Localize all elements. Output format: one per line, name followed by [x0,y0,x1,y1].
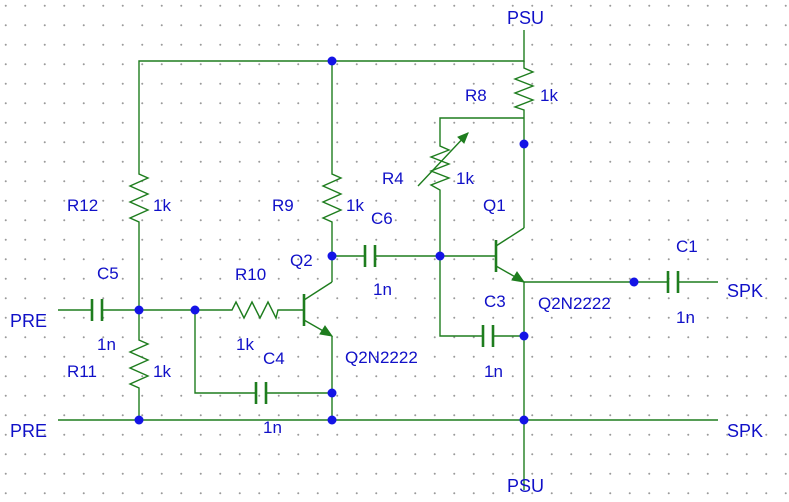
c6-value: 1n [373,280,392,299]
potentiometer-r4-wiper [417,132,469,187]
resistor-r11 [128,334,150,394]
q1-ref: Q1 [483,196,506,215]
q2-collector-lead [303,281,333,301]
c6-ref: C6 [371,209,393,228]
r10-value: 1k [236,335,254,354]
c3-ref: C3 [484,292,506,311]
r11-ref: R11 [67,362,97,381]
junction-node [327,415,337,425]
resistor-r8 [512,64,535,112]
resistors [128,64,535,394]
resistor-r10 [227,300,281,321]
junction-node [519,331,529,341]
r8-ref: R8 [465,86,487,105]
junction-node [134,415,144,425]
q1-emitter-arrow-icon [511,271,526,283]
resistor-r9 [321,168,343,228]
capacitor-c1 [666,271,680,293]
potentiometer-r4 [429,140,451,196]
r4-ref: R4 [382,169,404,188]
c1-ref: C1 [676,237,698,256]
wires [58,30,718,490]
junction-node [327,251,337,261]
q1-model: Q2N2222 [538,294,611,313]
r12-value: 1k [153,196,171,215]
r11-value: 1k [153,362,171,381]
net-label-psu-top: PSU [507,8,544,28]
transistor-q1 [494,227,526,283]
c5-value: 1n [97,335,116,354]
r9-value: 1k [346,196,364,215]
c3-value: 1n [484,362,503,381]
q1-collector-lead [495,227,525,247]
junction-node [435,251,445,261]
component-labels: R12 1k R11 1k R9 1k R10 1k R8 1k R4 1k C… [67,86,698,437]
c4-ref: C4 [263,349,285,368]
q2-emitter-arrow-icon [319,325,334,337]
wire-c4-left [194,310,256,394]
r10-ref: R10 [235,265,266,284]
net-label-spk-output: SPK [727,281,763,301]
capacitors [90,245,680,404]
q2-ref: Q2 [290,251,313,270]
net-labels: PSU PSU PRE PRE SPK SPK [10,8,763,496]
wire-c3-left [439,256,483,337]
junction-node [190,305,200,315]
junction-node [134,305,144,315]
c4-value: 1n [263,418,282,437]
net-label-psu-bottom: PSU [507,476,544,496]
q2-model: Q2N2222 [345,348,418,367]
c1-value: 1n [676,308,695,327]
junction-node [327,56,337,66]
c5-ref: C5 [97,264,119,283]
junction-nodes [134,56,639,425]
r4-value: 1k [456,169,474,188]
wire-r4-top [439,117,524,140]
r9-ref: R9 [272,196,294,215]
capacitor-c3 [481,325,495,347]
junction-node [327,388,337,398]
r8-value: 1k [540,86,558,105]
capacitor-c5 [90,299,104,321]
net-label-pre-input: PRE [10,311,47,331]
junction-node [629,277,639,287]
net-label-pre-ground: PRE [10,421,47,441]
r12-ref: R12 [67,196,98,215]
resistor-r12 [128,168,150,228]
potentiometer-r4-arrow-icon [457,132,469,144]
junction-node [519,415,529,425]
junction-node [519,139,529,149]
capacitor-c4 [254,382,268,404]
capacitor-c6 [363,245,377,267]
net-label-spk-ground: SPK [727,421,763,441]
transistor-q2 [302,281,334,337]
